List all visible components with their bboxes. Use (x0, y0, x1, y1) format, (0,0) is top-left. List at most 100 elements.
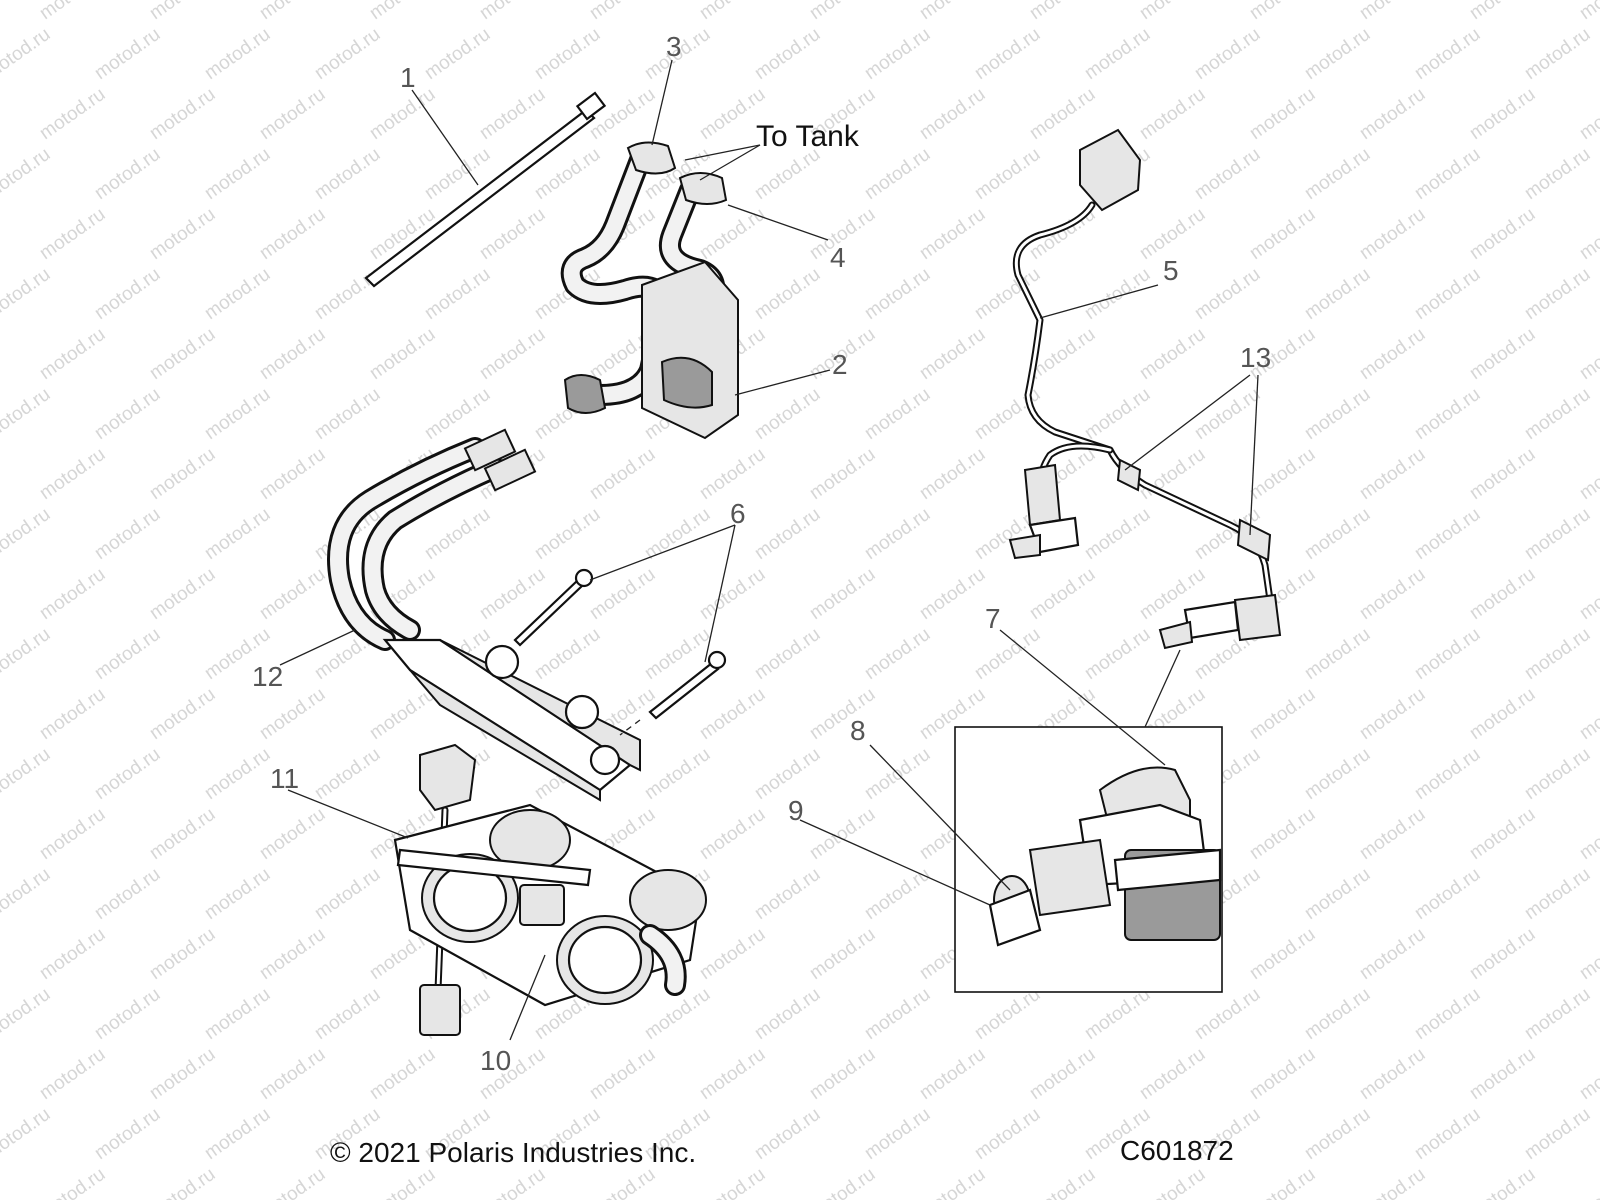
watermark-text: motod.ru (806, 1044, 879, 1104)
watermark-text: motod.ru (91, 24, 164, 84)
watermark-text: motod.ru (1411, 24, 1484, 84)
watermark-text: motod.ru (861, 624, 934, 684)
watermark-text: motod.ru (916, 324, 989, 384)
watermark-text: motod.ru (1081, 384, 1154, 444)
watermark-text: motod.ru (1356, 804, 1429, 864)
watermark-text: motod.ru (1081, 504, 1154, 564)
watermark-text: motod.ru (971, 264, 1044, 324)
watermark-text: motod.ru (1521, 984, 1594, 1044)
watermark-text: motod.ru (256, 324, 329, 384)
leader-lines (279, 59, 1259, 1041)
watermark-text: motod.ru (641, 504, 714, 564)
watermark-text: motod.ru (146, 444, 219, 504)
callout-8: 8 (850, 715, 866, 746)
watermark-text: motod.ru (1356, 0, 1429, 24)
watermark-text: motod.ru (1356, 564, 1429, 624)
bolts-part (513, 568, 727, 736)
watermark-text: motod.ru (1521, 1104, 1594, 1164)
watermark-text: motod.ru (1576, 924, 1600, 984)
watermark-text: motod.ru (36, 444, 109, 504)
to-tank-annotation: To Tank (756, 120, 860, 153)
watermark-text: motod.ru (0, 984, 54, 1044)
watermark-text: motod.ru (806, 444, 879, 504)
watermark-text: motod.ru (1081, 264, 1154, 324)
watermark-text: motod.ru (1301, 384, 1374, 444)
watermark-text: motod.ru (1411, 1104, 1484, 1164)
watermark-text: motod.ru (861, 384, 934, 444)
watermark-text: motod.ru (36, 1044, 109, 1104)
watermark-text: motod.ru (1246, 684, 1319, 744)
watermark-text: motod.ru (1466, 1044, 1539, 1104)
watermark-text: motod.ru (586, 1044, 659, 1104)
watermark-text: motod.ru (806, 804, 879, 864)
watermark-text: motod.ru (1136, 1164, 1209, 1200)
fuel-rail-part (327, 428, 641, 802)
watermark-text: motod.ru (1576, 444, 1600, 504)
watermark-text: motod.ru (1576, 204, 1600, 264)
watermark-text: motod.ru (311, 864, 384, 924)
watermark-text: motod.ru (1411, 144, 1484, 204)
watermark-text: motod.ru (256, 924, 329, 984)
watermark-text: motod.ru (1136, 324, 1209, 384)
watermark-text: motod.ru (366, 1164, 439, 1200)
watermark-text: motod.ru (201, 744, 274, 804)
watermark-text: motod.ru (0, 864, 54, 924)
callout-5: 5 (1163, 255, 1179, 286)
watermark-text: motod.ru (751, 1104, 824, 1164)
watermark-text: motod.ru (696, 804, 769, 864)
watermark-text: motod.ru (1191, 24, 1264, 84)
watermark-text: motod.ru (366, 0, 439, 24)
watermark-text: motod.ru (1191, 384, 1264, 444)
watermark-text: motod.ru (366, 684, 439, 744)
watermark-text: motod.ru (91, 144, 164, 204)
watermark-text: motod.ru (1521, 864, 1594, 924)
watermark-text: motod.ru (1246, 84, 1319, 144)
watermark-text: motod.ru (586, 564, 659, 624)
watermark-text: motod.ru (1466, 564, 1539, 624)
callout-3: 3 (666, 31, 682, 62)
watermark-text: motod.ru (1301, 144, 1374, 204)
watermark-text: motod.ru (531, 624, 604, 684)
watermark-text: motod.ru (1411, 384, 1484, 444)
watermark-text: motod.ru (1026, 1044, 1099, 1104)
watermark-text: motod.ru (971, 624, 1044, 684)
watermark-text: motod.ru (1466, 1164, 1539, 1200)
watermark-text: motod.ru (201, 264, 274, 324)
watermark-text: motod.ru (256, 204, 329, 264)
watermark-text: motod.ru (1466, 444, 1539, 504)
watermark-text: motod.ru (531, 504, 604, 564)
watermark-text: motod.ru (916, 1164, 989, 1200)
watermark-text: motod.ru (971, 984, 1044, 1044)
watermark-text: motod.ru (586, 0, 659, 24)
watermark-text: motod.ru (476, 0, 549, 24)
watermark-text: motod.ru (1466, 324, 1539, 384)
watermark-text: motod.ru (1411, 744, 1484, 804)
watermark-text: motod.ru (1521, 264, 1594, 324)
copyright-notice: © 2021 Polaris Industries Inc. (330, 1137, 696, 1168)
watermark-text: motod.ru (586, 84, 659, 144)
watermark-text: motod.ru (1136, 0, 1209, 24)
watermark-text: motod.ru (0, 504, 54, 564)
watermark-text: motod.ru (1466, 204, 1539, 264)
watermark-text: motod.ru (696, 1164, 769, 1200)
callout-2: 2 (832, 349, 848, 380)
watermark-text: motod.ru (1411, 864, 1484, 924)
watermark-text: motod.ru (1136, 84, 1209, 144)
watermark-text: motod.ru (91, 984, 164, 1044)
watermark-text: motod.ru (916, 204, 989, 264)
watermark-text: motod.ru (696, 204, 769, 264)
watermark-text: motod.ru (1576, 684, 1600, 744)
watermark-text: motod.ru (1246, 1044, 1319, 1104)
watermark-text: motod.ru (146, 1044, 219, 1104)
watermark-text: motod.ru (201, 504, 274, 564)
watermark-text: motod.ru (256, 444, 329, 504)
watermark-text: motod.ru (1301, 1104, 1374, 1164)
watermark-text: motod.ru (1301, 984, 1374, 1044)
watermark-text: motod.ru (1026, 84, 1099, 144)
watermark-text: motod.ru (1246, 0, 1319, 24)
watermark-text: motod.ru (1521, 144, 1594, 204)
figure-code: C601872 (1120, 1135, 1234, 1166)
watermark-text: motod.ru (1301, 624, 1374, 684)
